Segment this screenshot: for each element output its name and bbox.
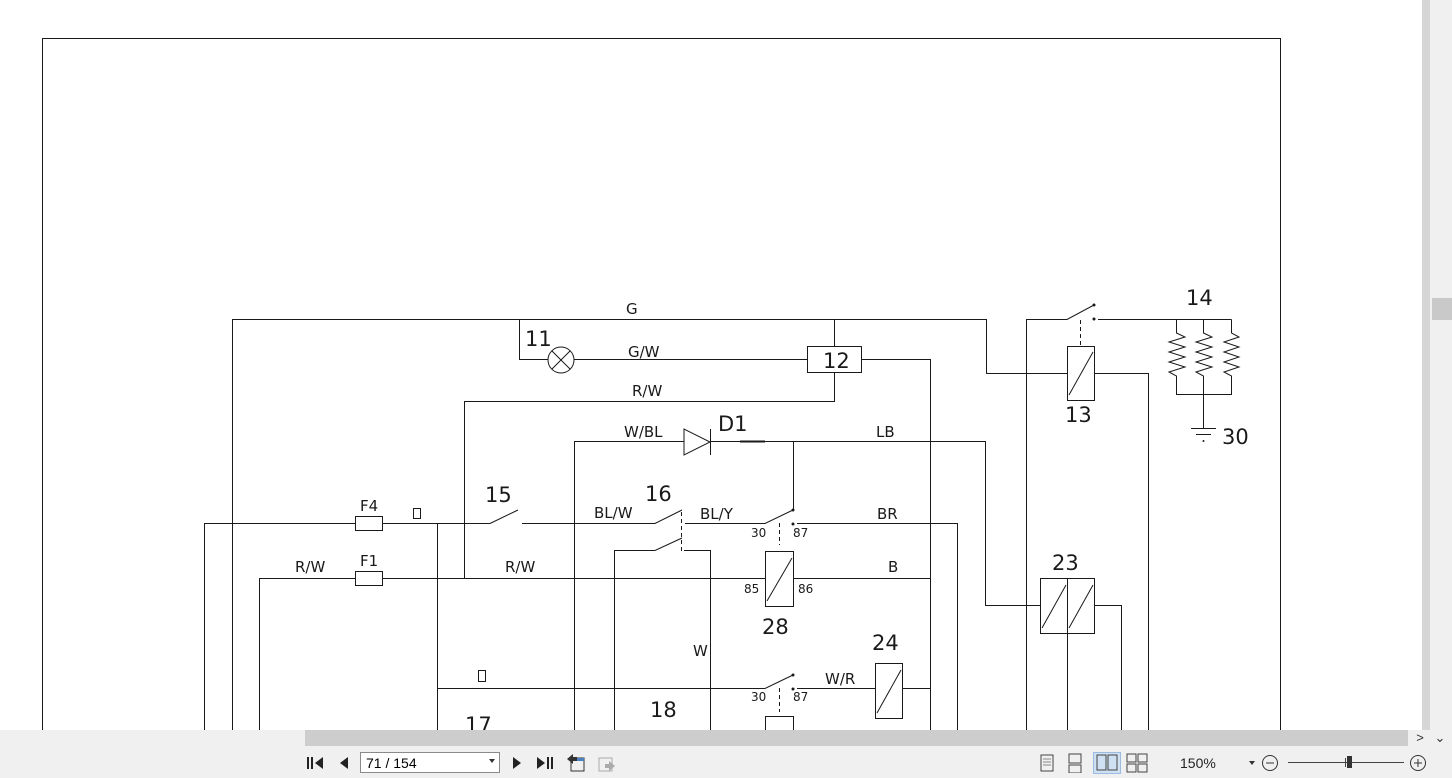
page-number-input[interactable] <box>361 753 476 772</box>
diode-symbol <box>683 428 712 456</box>
horizontal-scrollbar-thumb[interactable] <box>305 730 1408 746</box>
wire-label-g: G <box>626 300 638 318</box>
component-label-14: 14 <box>1186 286 1213 310</box>
scroll-right-icon[interactable]: > <box>1416 730 1424 745</box>
last-page-icon[interactable] <box>535 752 555 774</box>
wire-label-lb: LB <box>876 423 895 441</box>
wire-label-br: BR <box>877 505 898 523</box>
wire-label-b: B <box>888 558 898 576</box>
component-label-18: 18 <box>650 698 677 722</box>
bottom-toolbar: 150% <box>0 748 1452 778</box>
component-label-30: 30 <box>1222 425 1249 449</box>
scroll-down-icon[interactable]: ⌄ <box>1434 730 1446 745</box>
fuse-f4 <box>355 516 383 531</box>
vertical-scrollbar[interactable] <box>1422 0 1452 730</box>
fuse-f1 <box>355 571 383 586</box>
component-label-12: 12 <box>823 349 850 373</box>
wire-label-bly: BL/Y <box>700 505 734 523</box>
next-view-icon[interactable] <box>595 752 617 774</box>
wire-label-wbl: W/BL <box>624 423 663 441</box>
pin-label-86: 86 <box>798 582 813 596</box>
zoom-level[interactable]: 150% <box>1180 755 1216 771</box>
relay-28 <box>765 551 794 607</box>
component-label-16: 16 <box>645 482 672 506</box>
component-label-13: 13 <box>1065 403 1092 427</box>
zoom-slider-tick <box>1345 758 1346 767</box>
component-label-23: 23 <box>1052 551 1079 575</box>
pin-label-87a: 87 <box>793 526 808 540</box>
single-page-icon[interactable] <box>1038 752 1056 774</box>
document-viewport[interactable]: G G/W R/W W/BL D1 LB F4 F1 15 16 BL/W BL… <box>0 0 1422 730</box>
wire-label-gw: G/W <box>628 343 660 361</box>
page-number-box[interactable] <box>360 752 500 773</box>
wire-label-wr: W/R <box>825 670 855 688</box>
pin-label-87b: 87 <box>793 690 808 704</box>
page-border <box>42 38 1281 730</box>
zoom-out-icon[interactable] <box>1261 752 1279 774</box>
chevron-down-icon[interactable] <box>489 759 495 763</box>
component-label-17: 17 <box>465 713 492 730</box>
pin-label-85: 85 <box>744 582 759 596</box>
fuse-label-f1: F1 <box>360 552 378 570</box>
wire-label-blw: BL/W <box>594 504 633 522</box>
wire-label-rw-mid: R/W <box>505 558 535 576</box>
continuous-page-icon[interactable] <box>1066 752 1084 774</box>
fuse-label-f4: F4 <box>360 497 378 515</box>
zoom-in-icon[interactable] <box>1409 752 1427 774</box>
zoom-slider-thumb[interactable] <box>1347 756 1353 768</box>
two-page-continuous-icon[interactable] <box>1126 752 1148 774</box>
relay-13 <box>1067 346 1095 401</box>
schematic-page: G G/W R/W W/BL D1 LB F4 F1 15 16 BL/W BL… <box>42 38 1281 730</box>
vertical-scrollbar-track[interactable] <box>1422 0 1430 730</box>
component-label-11: 11 <box>525 327 552 351</box>
zoom-slider-track[interactable] <box>1288 762 1404 763</box>
relay-24 <box>875 663 903 719</box>
wire-label-rw-left: R/W <box>295 558 325 576</box>
component-label-d1: D1 <box>718 412 748 436</box>
first-page-icon[interactable] <box>305 752 325 774</box>
pin-label-30b: 30 <box>751 690 766 704</box>
wire-label-w: W <box>693 642 708 660</box>
previous-view-icon[interactable] <box>565 752 587 774</box>
wire-label-rw-top: R/W <box>632 382 662 400</box>
two-page-icon[interactable] <box>1093 752 1121 774</box>
component-label-28: 28 <box>762 615 789 639</box>
next-page-icon[interactable] <box>508 752 524 774</box>
ground-symbol <box>1191 428 1216 435</box>
previous-page-icon[interactable] <box>335 752 351 774</box>
component-label-24: 24 <box>872 631 899 655</box>
vertical-scrollbar-thumb[interactable] <box>1432 298 1452 320</box>
horizontal-scrollbar[interactable]: > ⌄ <box>0 730 1452 748</box>
pin-label-30a: 30 <box>751 526 766 540</box>
zoom-dropdown-icon[interactable] <box>1249 761 1255 765</box>
component-label-15: 15 <box>485 483 512 507</box>
